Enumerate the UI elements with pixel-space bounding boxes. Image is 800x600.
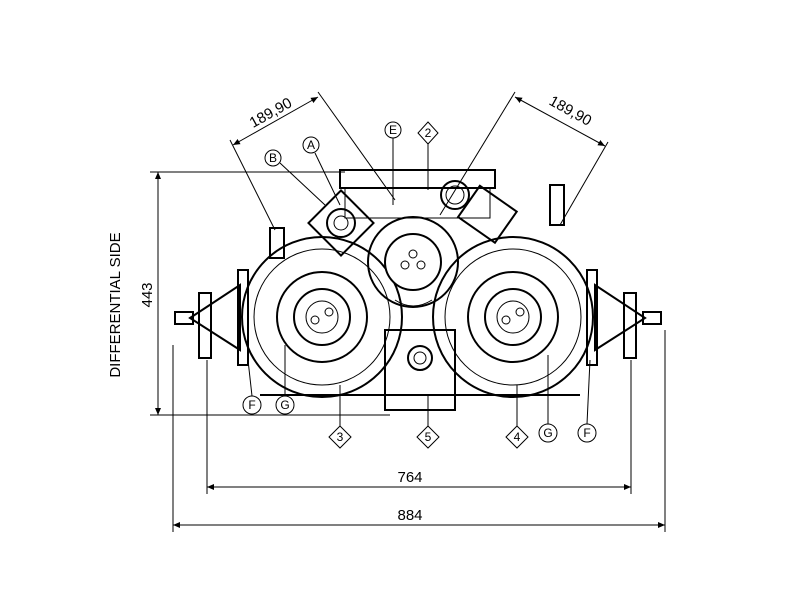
svg-text:3: 3: [337, 430, 344, 444]
callout-f-left: F: [242, 359, 262, 415]
dimension-189-right-label: 189,90: [546, 93, 594, 130]
callout-b: B: [264, 149, 326, 206]
svg-text:5: 5: [425, 430, 432, 444]
svg-text:F: F: [248, 398, 255, 412]
callout-5: 5: [416, 395, 440, 449]
dimension-884-label: 884: [397, 507, 422, 524]
callout-2: 2: [417, 121, 439, 190]
dimension-764-label: 764: [397, 469, 422, 486]
callout-4: 4: [505, 385, 529, 449]
svg-text:A: A: [307, 138, 315, 152]
svg-text:G: G: [280, 398, 289, 412]
callout-g-right: G: [538, 355, 558, 443]
dimension-189-left: 189,90: [229, 91, 396, 231]
callout-3: 3: [328, 385, 352, 449]
dimension-443-label: 443: [139, 282, 156, 307]
differential-side-label: DIFFERENTIAL SIDE: [107, 232, 124, 377]
callout-g-left: G: [275, 345, 295, 415]
svg-text:E: E: [389, 123, 397, 137]
dimension-443: 443: [139, 171, 390, 416]
svg-text:F: F: [583, 426, 590, 440]
callout-e: E: [384, 121, 402, 205]
dimension-884: 884: [172, 330, 666, 532]
gearbox-drawing: [174, 169, 662, 411]
svg-text:B: B: [269, 151, 277, 165]
dimension-764: 764: [206, 360, 632, 494]
callout-f-right: F: [577, 359, 597, 443]
svg-text:4: 4: [514, 430, 521, 444]
dimension-189-left-label: 189,90: [247, 95, 295, 132]
svg-text:G: G: [543, 426, 552, 440]
svg-text:2: 2: [425, 126, 432, 140]
callout-a: A: [302, 136, 341, 206]
